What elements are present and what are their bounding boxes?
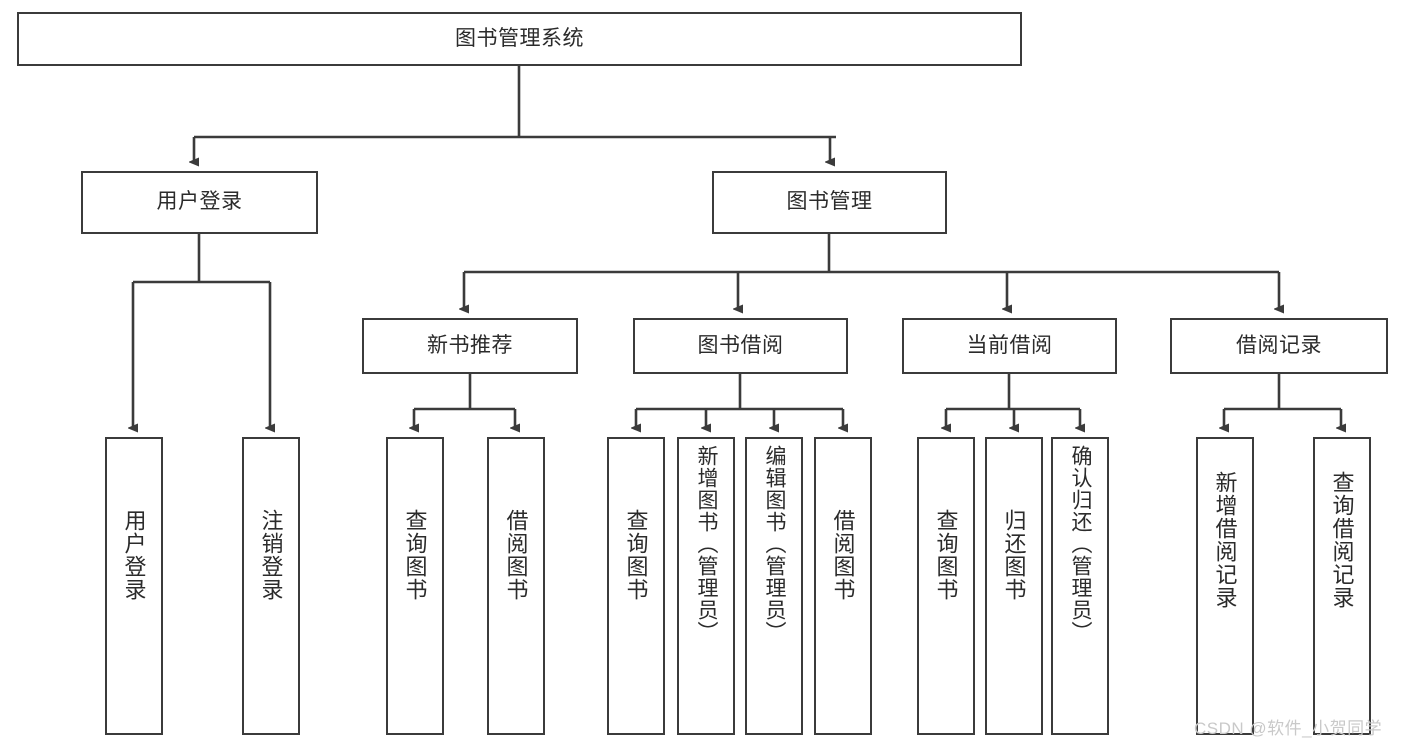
leaf-user-login-logout[interactable]: 注销登录 <box>242 437 300 735</box>
node-borrow-record-label: 借阅记录 <box>1236 333 1322 357</box>
leaf-current-query-book[interactable]: 查询图书 <box>917 437 975 735</box>
leaf-label: 编辑图书（管理员） <box>763 445 787 643</box>
node-book-borrow-label: 图书借阅 <box>697 333 784 357</box>
node-book-management-label: 图书管理 <box>786 190 873 214</box>
leaf-borrow-query-book[interactable]: 查询图书 <box>607 437 665 735</box>
node-user-login-label: 用户登录 <box>156 190 243 214</box>
leaf-borrow-add-book-admin[interactable]: 新增图书（管理员） <box>677 437 735 735</box>
leaf-user-login-login[interactable]: 用户登录 <box>105 437 163 735</box>
csdn-watermark: CSDN @软件_小贺同学 <box>1194 719 1383 738</box>
leaf-label: 用户登录 <box>121 509 147 601</box>
node-new-book-recommend[interactable]: 新书推荐 <box>362 318 578 374</box>
leaf-current-return-book[interactable]: 归还图书 <box>985 437 1043 735</box>
leaf-borrow-borrow-book[interactable]: 借阅图书 <box>814 437 872 735</box>
node-borrow-record[interactable]: 借阅记录 <box>1170 318 1388 374</box>
node-book-borrow[interactable]: 图书借阅 <box>633 318 848 374</box>
leaf-label: 新增图书（管理员） <box>695 445 719 643</box>
leaf-new-book-query[interactable]: 查询图书 <box>386 437 444 735</box>
node-current-borrow-label: 当前借阅 <box>966 333 1053 357</box>
leaf-label: 借阅图书 <box>503 509 529 601</box>
node-root-label: 图书管理系统 <box>455 26 584 50</box>
node-current-borrow[interactable]: 当前借阅 <box>902 318 1117 374</box>
leaf-record-query-record[interactable]: 查询借阅记录 <box>1313 437 1371 735</box>
leaf-label: 查询图书 <box>402 509 428 601</box>
leaf-label: 新增借阅记录 <box>1212 471 1238 609</box>
leaf-label: 注销登录 <box>258 509 284 601</box>
leaf-label: 借阅图书 <box>830 509 856 601</box>
leaf-record-add-record[interactable]: 新增借阅记录 <box>1196 437 1254 735</box>
leaf-label: 确认归还（管理员） <box>1069 445 1093 643</box>
leaf-label: 查询图书 <box>623 509 649 601</box>
node-user-login[interactable]: 用户登录 <box>81 171 318 234</box>
leaf-label: 查询图书 <box>933 509 959 601</box>
leaf-current-confirm-return-admin[interactable]: 确认归还（管理员） <box>1051 437 1109 735</box>
leaf-label: 查询借阅记录 <box>1329 471 1355 609</box>
leaf-new-book-borrow[interactable]: 借阅图书 <box>487 437 545 735</box>
node-book-management[interactable]: 图书管理 <box>712 171 947 234</box>
node-new-book-recommend-label: 新书推荐 <box>427 333 513 357</box>
leaf-borrow-edit-book-admin[interactable]: 编辑图书（管理员） <box>745 437 803 735</box>
node-root[interactable]: 图书管理系统 <box>17 12 1022 66</box>
leaf-label: 归还图书 <box>1001 509 1027 601</box>
